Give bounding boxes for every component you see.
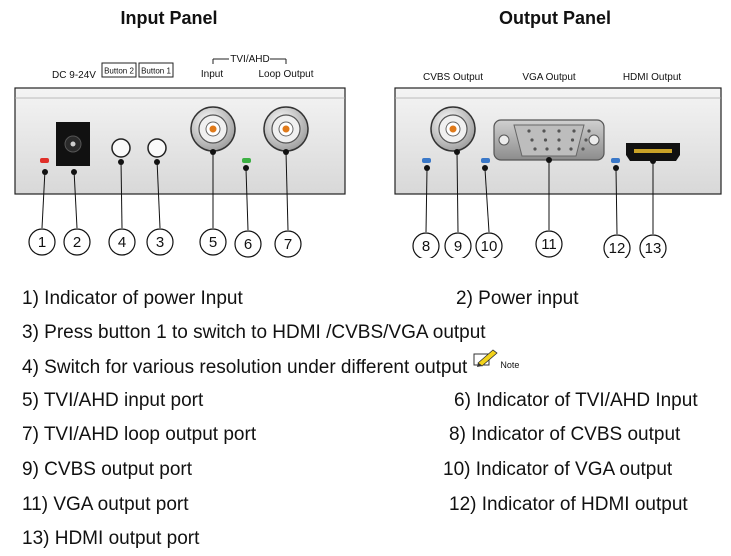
callout-6: 6 — [234, 230, 262, 258]
callout-10: 10 — [475, 232, 503, 258]
callout-9-number: 9 — [454, 238, 462, 255]
callout-2-number: 2 — [73, 234, 81, 251]
callout-7-number: 7 — [284, 236, 292, 253]
button2-label: Button 2 — [104, 67, 134, 76]
callout-3: 3 — [146, 228, 174, 256]
legend-row-1: 1) Indicator of power Input 2) Power inp… — [0, 282, 731, 316]
tvi-input-bnc-icon — [190, 106, 236, 152]
legend-item-2: 2) Power input — [456, 288, 579, 309]
legend-row-6: 9) CVBS output port 10) Indicator of VGA… — [0, 453, 731, 487]
callout-1-number: 1 — [38, 234, 46, 251]
callout-11-number: 11 — [541, 236, 557, 253]
button1-label: Button 1 — [141, 67, 171, 76]
note-badge: Note — [473, 346, 519, 382]
power-led — [40, 158, 49, 163]
cvbs-led — [422, 158, 431, 163]
legend-row-3: 4) Switch for various resolution under d… — [0, 349, 731, 386]
callout-13: 13 — [639, 234, 667, 258]
legend-item-4: 4) Switch for various resolution under d… — [22, 357, 468, 379]
hdmi-port-icon — [626, 143, 680, 161]
callout-12: 12 — [603, 234, 631, 258]
leader-dots — [42, 149, 656, 175]
legend-row-5: 7) TVI/AHD loop output port 8) Indicator… — [0, 418, 731, 452]
legend-item-5: 5) TVI/AHD input port — [22, 390, 204, 411]
button2-label-box — [101, 62, 137, 78]
legend-row-8: 13) HDMI output port — [0, 522, 731, 556]
callout-12-number: 12 — [609, 240, 626, 257]
tvi-input-label: Input — [201, 69, 223, 80]
tvi-loop-output-label: Loop Output — [258, 69, 313, 80]
tvi-ahd-bracket — [212, 58, 287, 64]
legend: 1) Indicator of power Input 2) Power inp… — [0, 282, 731, 556]
output-panel-title: Output Panel — [499, 8, 611, 28]
legend-item-9: 9) CVBS output port — [22, 459, 193, 480]
legend-row-4: 5) TVI/AHD input port 6) Indicator of TV… — [0, 384, 731, 418]
vga-output-label: VGA Output — [522, 72, 576, 83]
callout-4: 4 — [108, 228, 136, 256]
legend-item-4-wrap: 4) Switch for various resolution under d… — [22, 349, 519, 386]
legend-item-1: 1) Indicator of power Input — [22, 288, 243, 309]
button2-icon[interactable] — [111, 138, 131, 158]
callout-3-number: 3 — [156, 234, 164, 251]
legend-item-12: 12) Indicator of HDMI output — [449, 494, 688, 515]
callout-11: 11 — [535, 230, 563, 258]
callout-1: 1 — [28, 228, 56, 256]
note-pencil-icon — [473, 349, 498, 367]
tvi-ahd-group-label: TVI/AHD — [230, 54, 269, 65]
vga-led — [481, 158, 490, 163]
dc-power-label: DC 9-24V — [52, 70, 96, 81]
callout-8: 8 — [412, 232, 440, 258]
legend-row-2: 3) Press button 1 to switch to HDMI /CVB… — [0, 316, 731, 350]
button1-label-box — [138, 62, 174, 78]
tvi-loop-bnc-icon — [263, 106, 309, 152]
callout-5-number: 5 — [209, 234, 217, 251]
hdmi-output-label: HDMI Output — [623, 72, 682, 83]
legend-item-7: 7) TVI/AHD loop output port — [22, 424, 257, 445]
legend-item-8: 8) Indicator of CVBS output — [449, 424, 681, 445]
callout-5: 5 — [199, 228, 227, 256]
legend-item-3: 3) Press button 1 to switch to HDMI /CVB… — [22, 322, 486, 343]
legend-item-10: 10) Indicator of VGA output — [443, 459, 673, 480]
cvbs-output-label: CVBS Output — [423, 72, 483, 83]
legend-item-6: 6) Indicator of TVI/AHD Input — [454, 390, 698, 411]
vga-port-icon — [493, 119, 605, 161]
tvi-led — [242, 158, 251, 163]
note-label: Note — [500, 360, 520, 370]
callout-7: 7 — [274, 230, 302, 258]
callout-6-number: 6 — [244, 236, 252, 253]
callout-2: 2 — [63, 228, 91, 256]
dc-jack-icon — [56, 122, 90, 166]
panel-diagram: Input Panel Output Panel DC 9-24V Button… — [14, 8, 722, 258]
cvbs-bnc-icon — [430, 106, 476, 152]
input-panel-title: Input Panel — [120, 8, 217, 28]
callout-9: 9 — [444, 232, 472, 258]
callout-4-number: 4 — [118, 234, 126, 251]
legend-row-7: 11) VGA output port 12) Indicator of HDM… — [0, 488, 731, 522]
callout-8-number: 8 — [422, 238, 430, 255]
legend-item-11: 11) VGA output port — [22, 494, 189, 515]
button1-icon[interactable] — [147, 138, 167, 158]
callout-13-number: 13 — [645, 240, 662, 257]
callout-10-number: 10 — [481, 238, 498, 255]
legend-item-13: 13) HDMI output port — [22, 528, 200, 549]
hdmi-led — [611, 158, 620, 163]
leader-lines — [41, 151, 654, 235]
